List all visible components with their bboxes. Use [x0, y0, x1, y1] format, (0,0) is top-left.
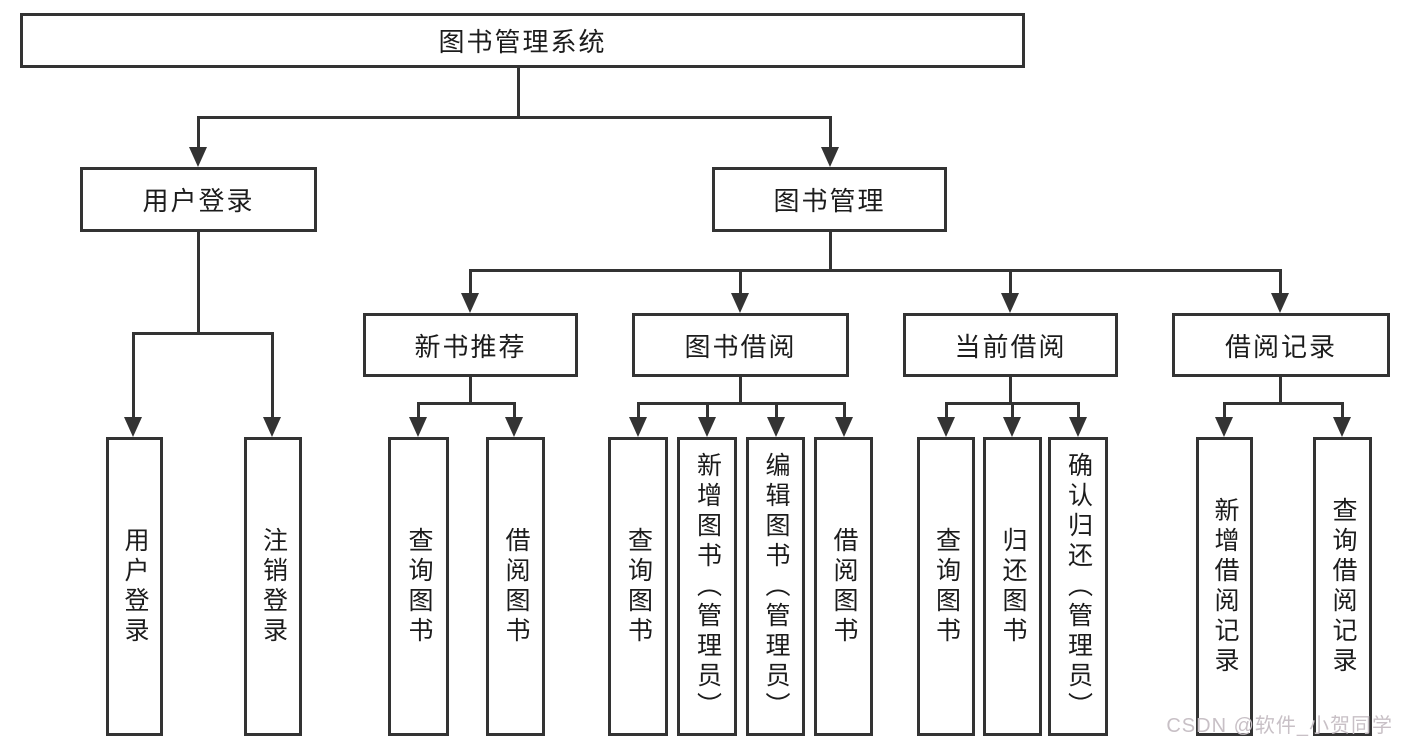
leaf-confirm-return-admin-label: 确认归还（管理员）	[1064, 451, 1093, 722]
connector-line	[1009, 377, 1012, 405]
connector-line	[1223, 402, 1344, 405]
leaf-newrec-query-books-label: 查询图书	[405, 526, 433, 647]
leaf-user-login: 用户登录	[106, 437, 163, 736]
connector-line	[706, 402, 709, 420]
node-current-borrowing: 当前借阅	[903, 313, 1118, 377]
connector-line	[843, 402, 846, 420]
leaf-borrow-query-books: 查询图书	[608, 437, 668, 736]
arrow-down-icon	[124, 417, 142, 437]
arrow-down-icon	[821, 147, 839, 167]
leaf-query-borrow-record-label: 查询借阅记录	[1329, 496, 1357, 677]
leaf-add-borrow-record: 新增借阅记录	[1196, 437, 1253, 736]
arrow-down-icon	[189, 147, 207, 167]
leaf-query-borrow-record: 查询借阅记录	[1313, 437, 1372, 736]
leaf-add-book-admin: 新增图书（管理员）	[677, 437, 737, 736]
leaf-logout: 注销登录	[244, 437, 302, 736]
leaf-edit-book-admin-label: 编辑图书（管理员）	[762, 451, 790, 722]
connector-line	[637, 402, 846, 405]
node-borrowing-records-label: 借阅记录	[1224, 331, 1337, 362]
leaf-add-borrow-record-label: 新增借阅记录	[1211, 496, 1239, 677]
connector-line	[517, 68, 520, 119]
connector-line	[271, 332, 274, 420]
connector-line	[1011, 402, 1014, 420]
node-book-management: 图书管理	[712, 167, 947, 232]
arrow-down-icon	[1003, 417, 1021, 437]
connector-line	[132, 332, 274, 335]
leaf-confirm-return-admin: 确认归还（管理员）	[1048, 437, 1108, 736]
arrow-down-icon	[409, 417, 427, 437]
node-user-login-label: 用户登录	[142, 186, 255, 216]
node-book-borrowing: 图书借阅	[632, 313, 849, 377]
node-root-label: 图书管理系统	[438, 27, 607, 57]
connector-line	[1223, 402, 1226, 420]
connector-line	[469, 269, 1282, 272]
arrow-down-icon	[1001, 293, 1019, 313]
leaf-add-book-admin-label: 新增图书（管理员）	[693, 451, 722, 722]
arrow-down-icon	[1271, 293, 1289, 313]
node-book-borrowing-label: 图书借阅	[684, 331, 797, 362]
arrow-down-icon	[937, 417, 955, 437]
leaf-newrec-borrow-books-label: 借阅图书	[502, 526, 530, 647]
connector-line	[945, 402, 948, 420]
leaf-borrow-query-books-label: 查询图书	[624, 526, 653, 647]
connector-line	[739, 269, 742, 296]
arrow-down-icon	[1333, 417, 1351, 437]
leaf-logout-label: 注销登录	[259, 526, 288, 647]
connector-line	[132, 332, 135, 420]
connector-line	[1077, 402, 1080, 420]
connector-line	[197, 116, 200, 149]
connector-line	[197, 116, 832, 119]
node-book-management-label: 图书管理	[773, 186, 886, 216]
connector-line	[1009, 269, 1012, 296]
arrow-down-icon	[835, 417, 853, 437]
node-current-borrowing-label: 当前借阅	[954, 331, 1067, 362]
connector-line	[513, 402, 516, 420]
arrow-down-icon	[1069, 417, 1087, 437]
leaf-edit-book-admin: 编辑图书（管理员）	[746, 437, 805, 736]
leaf-current-query-books-label: 查询图书	[932, 526, 961, 647]
leaf-current-query-books: 查询图书	[917, 437, 975, 736]
leaf-newrec-borrow-books: 借阅图书	[486, 437, 545, 736]
csdn-watermark: CSDN @软件_小贺同学	[1166, 715, 1393, 737]
leaf-borrow-borrow-books: 借阅图书	[814, 437, 873, 736]
connector-line	[417, 402, 516, 405]
connector-line	[829, 116, 832, 149]
connector-line	[739, 377, 742, 405]
connector-line	[1341, 402, 1344, 420]
node-borrowing-records: 借阅记录	[1172, 313, 1390, 377]
node-new-book-recommend: 新书推荐	[363, 313, 578, 377]
leaf-borrow-borrow-books-label: 借阅图书	[830, 526, 858, 647]
node-root: 图书管理系统	[20, 13, 1025, 68]
connector-line	[637, 402, 640, 420]
arrow-down-icon	[263, 417, 281, 437]
leaf-newrec-query-books: 查询图书	[388, 437, 449, 736]
leaf-return-books: 归还图书	[983, 437, 1042, 736]
connector-line	[1279, 377, 1282, 405]
arrow-down-icon	[731, 293, 749, 313]
arrow-down-icon	[505, 417, 523, 437]
arrow-down-icon	[1215, 417, 1233, 437]
node-new-book-recommend-label: 新书推荐	[414, 331, 527, 362]
connector-line	[775, 402, 778, 420]
connector-line	[829, 232, 832, 272]
arrow-down-icon	[629, 417, 647, 437]
arrow-down-icon	[767, 417, 785, 437]
connector-line	[197, 232, 200, 335]
connector-line	[1279, 269, 1282, 296]
node-user-login: 用户登录	[80, 167, 317, 232]
arrow-down-icon	[461, 293, 479, 313]
connector-line	[417, 402, 420, 420]
leaf-return-books-label: 归还图书	[999, 526, 1027, 647]
arrow-down-icon	[698, 417, 716, 437]
connector-line	[469, 269, 472, 296]
leaf-user-login-label: 用户登录	[121, 526, 149, 647]
connector-line	[469, 377, 472, 405]
